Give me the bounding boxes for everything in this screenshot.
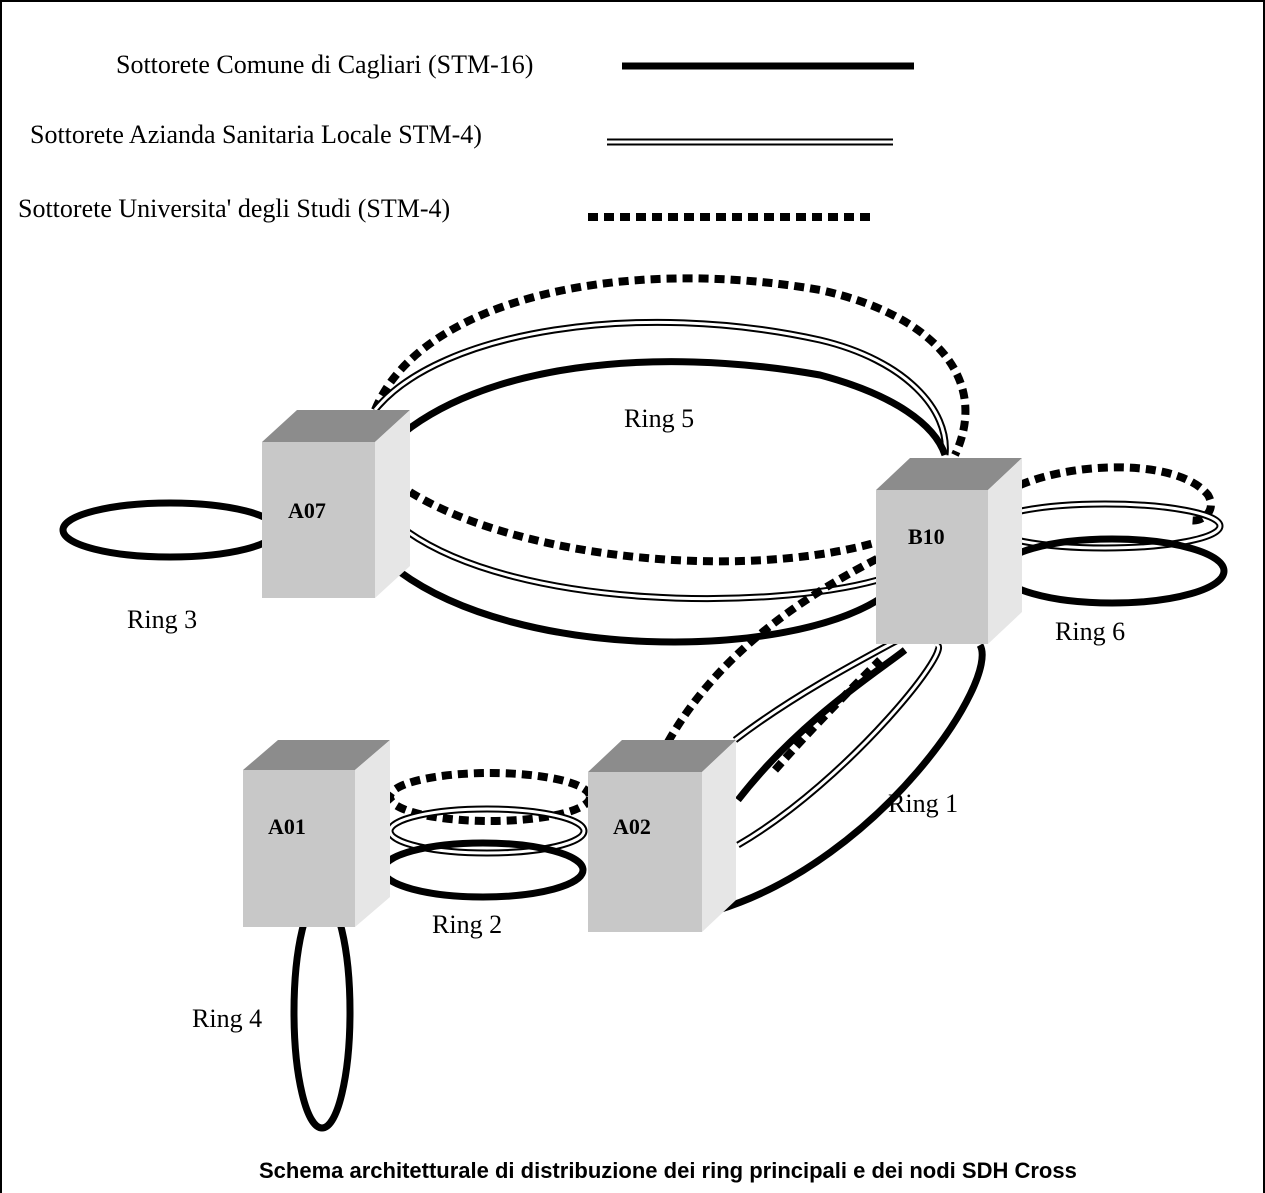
ring-3 [59, 499, 281, 561]
legend: Sottorete Comune di Cagliari (STM-16) So… [18, 50, 914, 223]
ring-5-label: Ring 5 [624, 404, 694, 433]
legend-asl-label: Sottorete Azianda Sanitaria Locale STM-4… [30, 120, 482, 149]
node-a01-label: A01 [268, 814, 306, 839]
node-a01: A01 [243, 740, 390, 927]
ring-6-label: Ring 6 [1055, 617, 1125, 646]
node-a07-label: A07 [288, 498, 326, 523]
node-a02: A02 [588, 740, 736, 932]
node-b10: B10 [876, 458, 1022, 644]
ring-2-label: Ring 2 [432, 910, 502, 939]
diagram-caption: Schema architetturale di distribuzione d… [259, 1158, 1077, 1183]
node-a02-label: A02 [613, 814, 651, 839]
ring-1-label: Ring 1 [888, 789, 958, 818]
node-a07: A07 [262, 410, 410, 598]
ring-3-label: Ring 3 [127, 605, 197, 634]
ring-4 [290, 892, 354, 1132]
legend-comune-label: Sottorete Comune di Cagliari (STM-16) [116, 50, 533, 79]
ring-5 [371, 274, 970, 646]
ring-4-label: Ring 4 [192, 1004, 262, 1033]
legend-universita-label: Sottorete Universita' degli Studi (STM-4… [18, 194, 450, 223]
ring-2 [379, 769, 594, 901]
node-b10-label: B10 [908, 524, 945, 549]
ring-6 [986, 463, 1228, 607]
